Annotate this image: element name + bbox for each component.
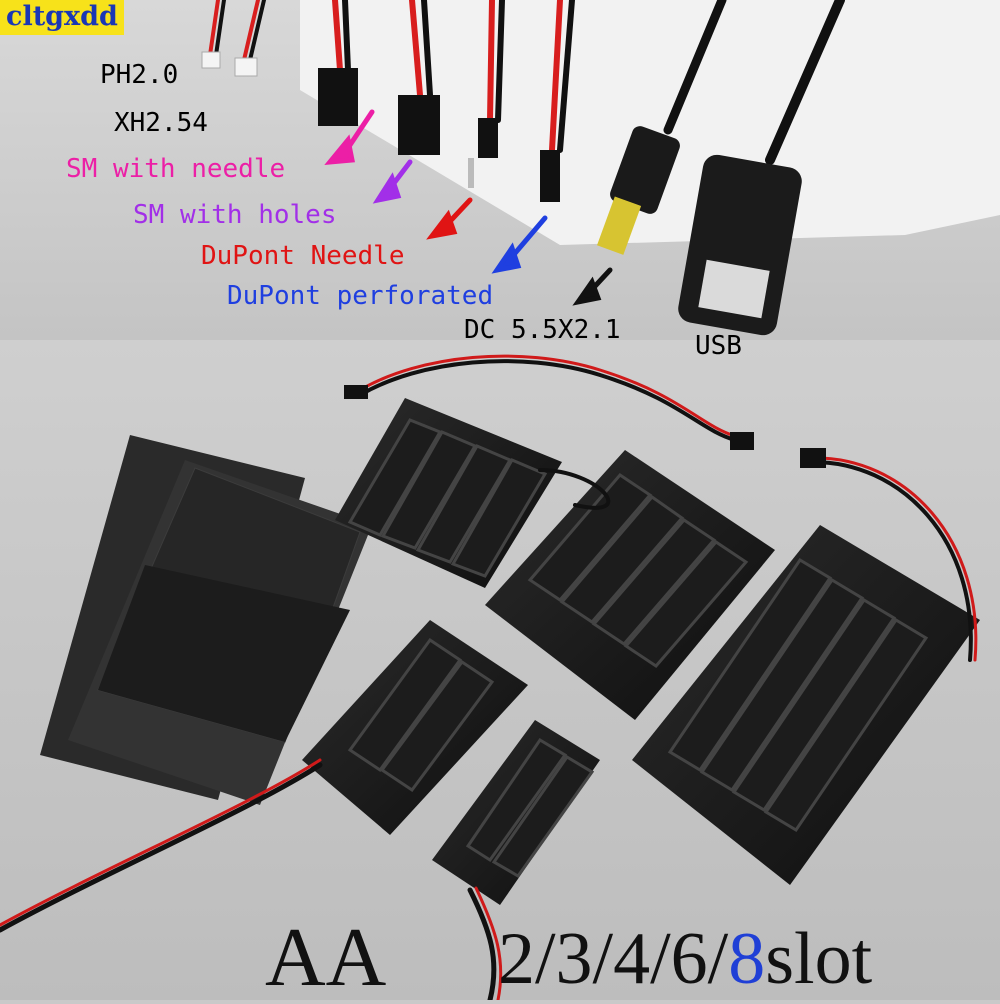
label-ph20: PH2.0 xyxy=(100,60,179,90)
holder-wires xyxy=(0,354,978,1000)
slots-prefix: 2/3/4/6/ xyxy=(498,918,729,1000)
label-usb: USB xyxy=(695,331,742,361)
sm-plug-2 xyxy=(800,448,826,468)
cables xyxy=(208,0,845,165)
label-dupont-perforated: DuPont perforated xyxy=(227,281,494,311)
label-sm-holes: SM with holes xyxy=(133,200,337,230)
connectors xyxy=(201,51,802,336)
pointer-arrows xyxy=(324,109,613,306)
slots-highlight: 8 xyxy=(728,918,766,1000)
label-dupont-needle: DuPont Needle xyxy=(201,241,405,271)
label-xh254: XH2.54 xyxy=(114,108,208,138)
label-sm-needle: SM with needle xyxy=(66,154,286,184)
label-dc: DC 5.5X2.1 xyxy=(464,315,621,345)
sm-plug-1 xyxy=(730,432,754,450)
battery-holders xyxy=(302,398,980,905)
slots-suffix: slot xyxy=(765,918,873,1000)
battery-type-label: AA xyxy=(265,911,387,1004)
battery-lids xyxy=(40,435,372,805)
slot-count-label: 2/3/4/6/8slot xyxy=(498,922,872,996)
white-card xyxy=(300,0,1000,245)
brand-logo: cltgxdd xyxy=(0,0,124,35)
dupont-plug xyxy=(344,385,368,399)
